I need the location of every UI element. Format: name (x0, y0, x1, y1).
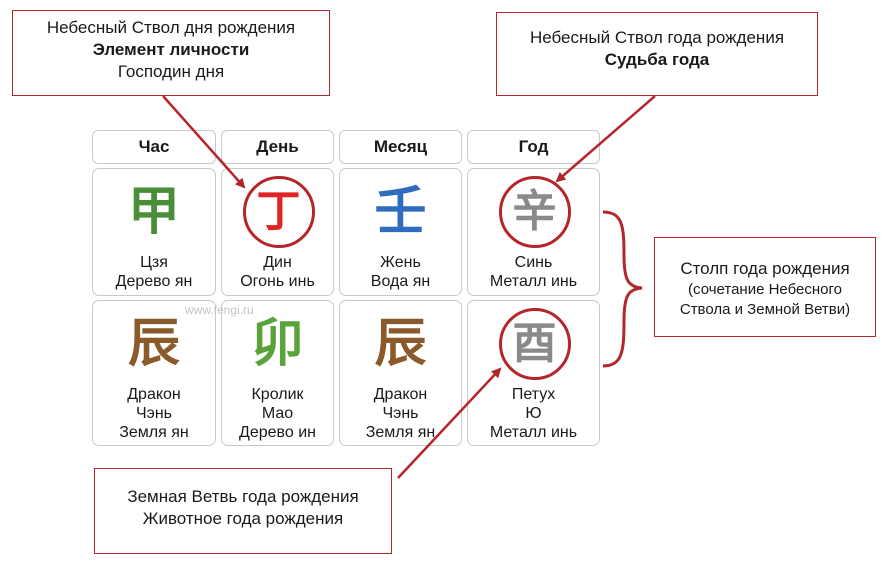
branch-glyph-month: 辰 (374, 314, 427, 374)
stem-element-month: Вода ян (370, 273, 431, 290)
callout-year-branch-line1: Земная Ветвь года рождения (127, 487, 359, 506)
branch-cell-year: 酉 Петух Ю Металл инь (467, 300, 600, 446)
column-header-year: Год (467, 130, 600, 164)
branch-glyph-hour: 辰 (127, 314, 180, 374)
column-header-hour: Час (92, 130, 216, 164)
year-pillar-label: Столп года рождения (сочетание Небесного… (654, 237, 876, 337)
callout-day-stem-line1: Небесный Ствол дня рождения (46, 18, 296, 37)
branch-element-month: Земля ян (365, 424, 436, 441)
branch-cell-day: 卯 Кролик Мао Дерево ин (221, 300, 334, 446)
stem-cell-day: 丁 Дин Огонь инь (221, 168, 334, 296)
stem-element-year: Металл инь (489, 273, 578, 290)
stem-name-day: Дин (263, 254, 292, 271)
stem-cell-hour: 甲 Цзя Дерево ян (92, 168, 216, 296)
branch-glyph-day: 卯 (251, 314, 304, 374)
callout-year-stem-line1: Небесный Ствол года рождения (529, 28, 785, 47)
branch-name-day: Мао (261, 405, 294, 422)
stem-name-hour: Цзя (140, 254, 168, 271)
branch-animal-day: Кролик (251, 386, 304, 403)
callout-year-branch-line2: Животное года рождения (142, 509, 344, 528)
branch-element-day: Дерево ин (239, 424, 316, 441)
stem-name-month: Жень (380, 254, 421, 271)
year-pillar-sub2: Ствола и Земной Ветви) (679, 301, 851, 318)
branch-element-year: Металл инь (489, 424, 578, 441)
column-header-day: День (221, 130, 334, 164)
stem-glyph-day: 丁 (242, 176, 315, 248)
branch-glyph-year: 酉 (498, 308, 571, 380)
callout-day-stem-line2: Элемент личности (92, 40, 250, 59)
year-pillar-bracket (602, 210, 643, 368)
column-header-month: Месяц (339, 130, 462, 164)
branch-element-hour: Земля ян (119, 424, 189, 441)
branch-animal-year: Петух (511, 386, 556, 403)
callout-day-stem: Небесный Ствол дня рождения Элемент личн… (12, 10, 330, 96)
stem-glyph-month: 壬 (374, 182, 427, 242)
branch-name-year: Ю (525, 405, 542, 422)
branch-animal-hour: Дракон (127, 386, 181, 403)
branch-cell-month: 辰 Дракон Чэнь Земля ян (339, 300, 462, 446)
year-pillar-sub1: (сочетание Небесного (688, 281, 842, 298)
callout-year-branch: Земная Ветвь года рождения Животное года… (94, 468, 392, 554)
stem-element-hour: Дерево ян (115, 273, 193, 290)
branch-name-hour: Чэнь (136, 405, 172, 422)
year-pillar-title: Столп года рождения (680, 259, 850, 278)
callout-year-stem-line2: Судьба года (604, 50, 710, 69)
callout-year-stem: Небесный Ствол года рождения Судьба года (496, 12, 818, 96)
callout-day-stem-line3: Господин дня (117, 62, 225, 81)
stem-name-year: Синь (514, 254, 553, 271)
branch-animal-month: Дракон (373, 386, 428, 403)
stem-cell-year: 辛 Синь Металл инь (467, 168, 600, 296)
stem-glyph-hour: 甲 (127, 182, 180, 242)
watermark: www.fengi.ru (185, 303, 254, 317)
stem-element-day: Огонь инь (240, 273, 315, 290)
branch-name-month: Чэнь (382, 405, 419, 422)
stem-glyph-year: 辛 (498, 176, 571, 248)
stem-cell-month: 壬 Жень Вода ян (339, 168, 462, 296)
branch-cell-hour: 辰 Дракон Чэнь Земля ян (92, 300, 216, 446)
